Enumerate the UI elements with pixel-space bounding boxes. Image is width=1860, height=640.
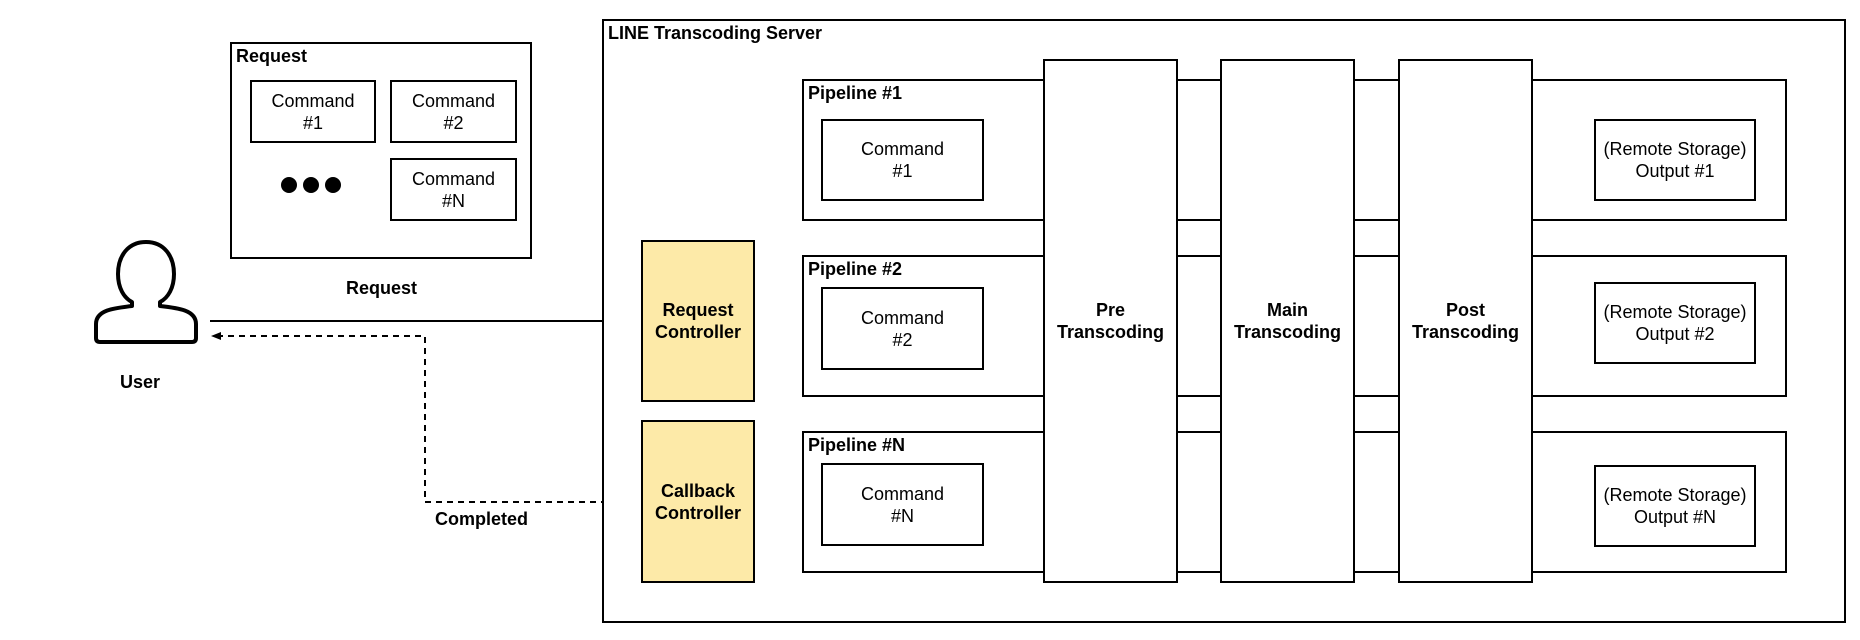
user-icon: [94, 240, 198, 344]
pipeline-2-output: (Remote Storage) Output #2: [1594, 282, 1756, 364]
completed-label: Completed: [435, 509, 529, 529]
pipeline-n-title: Pipeline #N: [808, 435, 906, 455]
request-caption: Request: [346, 278, 418, 298]
pre-transcoding-stage: Pre Transcoding: [1043, 59, 1178, 583]
post-transcoding-stage: Post Transcoding: [1398, 59, 1533, 583]
user-label: User: [120, 372, 161, 392]
callback-controller: Callback Controller: [641, 420, 755, 583]
request-command-1: Command #1: [250, 80, 376, 143]
pipeline-2-title: Pipeline #2: [808, 259, 903, 279]
completed-arrow: [211, 332, 640, 503]
pipeline-1-command: Command #1: [821, 119, 984, 201]
pipeline-1-title: Pipeline #1: [808, 83, 903, 103]
ellipsis-icon: [281, 177, 341, 193]
pipeline-1-output: (Remote Storage) Output #1: [1594, 119, 1756, 201]
main-transcoding-stage: Main Transcoding: [1220, 59, 1355, 583]
pipeline-2-command: Command #2: [821, 287, 984, 370]
request-panel: Request: [230, 42, 532, 259]
pipeline-n-command: Command #N: [821, 463, 984, 546]
request-controller: Request Controller: [641, 240, 755, 402]
pipeline-n-output: (Remote Storage) Output #N: [1594, 465, 1756, 547]
server-title: LINE Transcoding Server: [608, 23, 823, 43]
request-command-n: Command #N: [390, 158, 517, 221]
request-command-2: Command #2: [390, 80, 517, 143]
request-panel-title: Request: [236, 46, 308, 66]
